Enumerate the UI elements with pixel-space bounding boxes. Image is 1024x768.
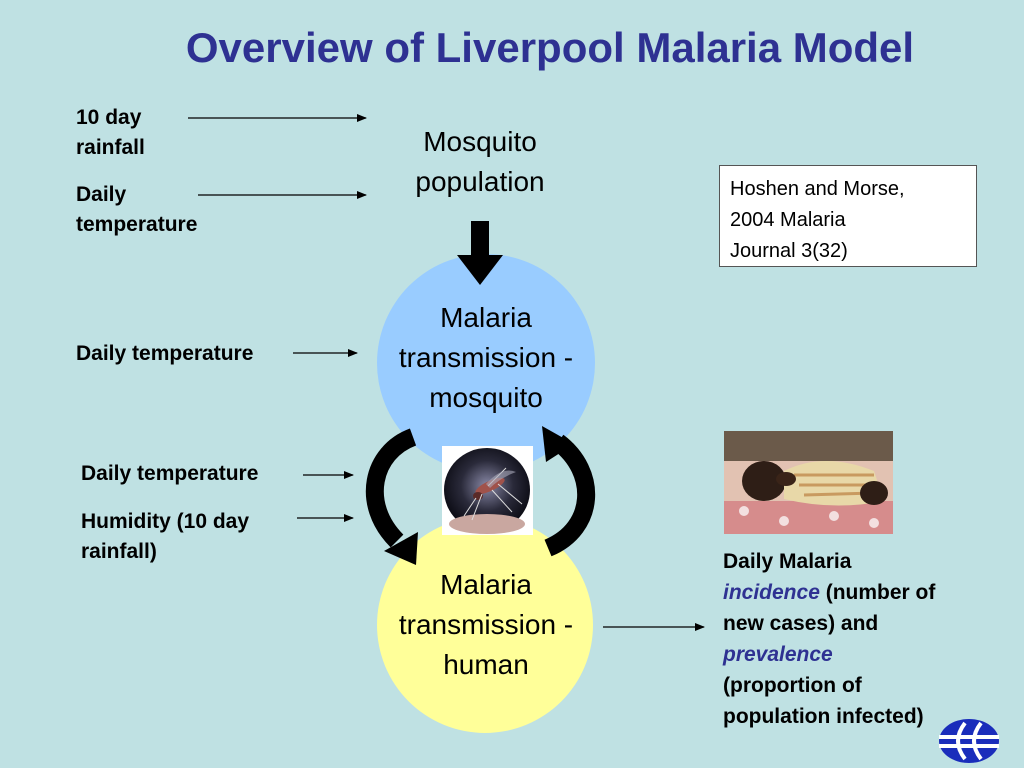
reference-box: Hoshen and Morse, 2004 Malaria Journal 3… — [719, 165, 977, 267]
mosquito-population-label: Mosquito population — [415, 126, 545, 197]
outcome-part-2: (number of new cases) and — [723, 581, 936, 635]
mosquito-photo-icon — [442, 446, 533, 535]
outcome-part-3: (proportion of population infected) — [723, 674, 924, 728]
ecmwf-logo-icon — [937, 717, 1001, 765]
outcome-part-1: Daily Malaria — [723, 550, 852, 573]
prevalence-keyword: prevalence — [723, 643, 833, 666]
sick-child-photo-icon — [724, 431, 893, 534]
input-humidity-label: Humidity (10 day rainfall) — [81, 510, 250, 563]
input-temperature-label-3: Daily temperature — [81, 462, 259, 485]
input-rainfall-label: 10 day rainfall — [76, 106, 145, 159]
outcome-text: Daily Malaria incidence (number of new c… — [723, 546, 993, 732]
incidence-keyword: incidence — [723, 581, 820, 604]
transmission-mosquito-label: Malaria transmission - mosquito — [398, 302, 574, 413]
curved-arrow-right — [542, 426, 596, 557]
transmission-human-label: Malaria transmission - human — [398, 569, 574, 680]
reference-text: Hoshen and Morse, 2004 Malaria Journal 3… — [730, 178, 905, 262]
page-title: Overview of Liverpool Malaria Model — [185, 24, 915, 71]
thick-down-arrow — [457, 221, 503, 285]
input-temperature-label-2: Daily temperature — [76, 342, 254, 365]
input-temperature-label-1: Daily temperature — [76, 183, 198, 236]
curved-arrow-left — [365, 428, 418, 565]
